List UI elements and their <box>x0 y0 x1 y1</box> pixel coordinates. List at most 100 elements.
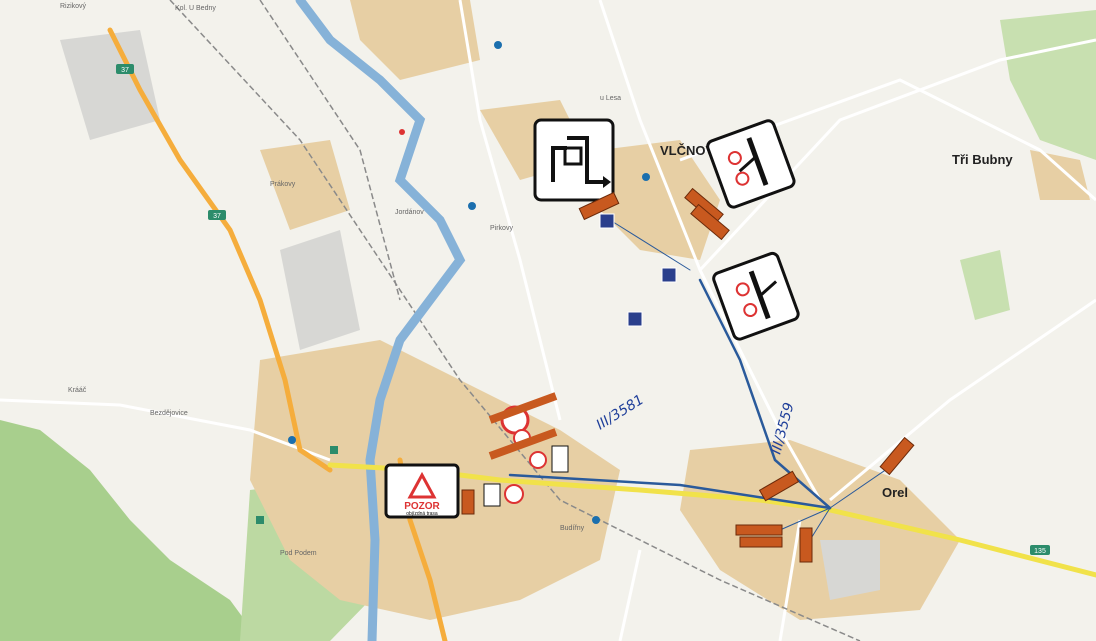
label-u-lesa: u Lesa <box>600 95 621 102</box>
road-closure-sign <box>533 118 615 202</box>
road-west <box>0 398 331 462</box>
priority-main-line <box>746 137 769 186</box>
barrier-bottom <box>488 428 558 460</box>
route-badge-top <box>116 64 134 74</box>
orange-sign-c <box>690 203 730 241</box>
label-budirny: Budířny <box>560 525 585 532</box>
label-kraak: Krááč <box>68 387 87 394</box>
no-entry-circle-icon <box>735 171 750 186</box>
info-board-sign-2 <box>483 483 501 507</box>
blocked-square-icon <box>563 146 583 166</box>
orange-sign-e <box>879 436 915 476</box>
blue-sign-c <box>627 311 643 327</box>
urban-tri-bubny <box>1030 150 1090 200</box>
route-badge-mid-text: 37 <box>213 213 221 220</box>
urban-north <box>350 0 480 80</box>
warning-sign-title: POZOR <box>404 501 440 512</box>
forest-east <box>960 250 1010 320</box>
route-badges: 37 37 135 <box>116 64 1050 555</box>
closure-cluster <box>483 392 569 507</box>
route-badge-bottom <box>1030 545 1050 555</box>
priority-sign-lower <box>712 251 800 341</box>
warning-triangle-icon <box>407 471 437 499</box>
blue-info-signs <box>599 213 677 327</box>
blue-sign-b <box>661 267 677 283</box>
no-entry-circle-icon <box>727 151 742 166</box>
poi-markers <box>256 41 650 524</box>
priority-sign-upper-frame <box>706 119 796 209</box>
road-north-a <box>458 0 562 421</box>
label-orel: Orel <box>882 485 908 500</box>
no-turn-sign <box>504 484 524 504</box>
orange-sign-d <box>758 470 800 502</box>
label-kolo: Kol. U Bedny <box>175 5 216 12</box>
poi-marker-f <box>399 129 405 135</box>
detour-lines <box>508 219 901 541</box>
label-jordanov: Jordánov <box>395 209 424 216</box>
label-vlcnov: VLČNOV <box>660 143 715 158</box>
warning-sign: POZOR objízdná trasa <box>384 463 460 519</box>
poi-marker-e <box>592 516 600 524</box>
priority-lower-branch-line <box>759 280 778 297</box>
label-pirkovy: Pirkovy <box>490 225 513 232</box>
warning-sign-subtitle: objízdná trasa <box>406 511 438 517</box>
orange-sign-h <box>799 527 813 563</box>
road-south <box>618 549 642 641</box>
arrow-head-icon <box>603 176 611 188</box>
urban-orel <box>680 440 960 620</box>
industrial-areas <box>60 30 880 600</box>
detour-arrow-icon <box>551 136 603 184</box>
label-bezdejovice: Bezdějovice <box>150 410 188 417</box>
detour-pointer-a <box>609 219 691 271</box>
label-prakovy: Prákovy <box>270 181 296 188</box>
detour-line-north <box>698 278 832 510</box>
route-badge-top-text: 37 <box>121 67 129 74</box>
priority-sign-upper <box>706 119 796 209</box>
poi-marker-d <box>288 436 296 444</box>
label-rizikovy: Rizikový <box>60 3 87 10</box>
road-tri-bubny <box>679 78 1096 202</box>
orange-sign-a <box>578 191 620 221</box>
detour-pointer-c <box>779 507 831 531</box>
orange-sign-f <box>735 524 783 536</box>
blue-sign-a <box>599 213 615 229</box>
detour-pointer-d <box>809 507 831 541</box>
primary-road-37 <box>107 27 333 473</box>
barrier-top <box>488 392 558 424</box>
no-entry-circle-icon <box>743 303 758 318</box>
railway-main <box>169 0 861 641</box>
label-tri-bubny: Tři Bubny <box>952 152 1013 167</box>
detour-line-west <box>508 473 832 510</box>
urban-prakovy <box>260 140 350 230</box>
poi-marker-a <box>494 41 502 49</box>
poi-marker-c <box>468 202 476 210</box>
speed-limit-sign <box>529 451 547 469</box>
orange-sign-g <box>739 536 783 548</box>
orange-sign-i <box>461 489 475 515</box>
urban-areas <box>250 0 1090 620</box>
forest-southwest <box>0 420 260 641</box>
industrial-b <box>60 30 160 140</box>
poi-marker-b <box>642 173 650 181</box>
priority-sign-lower-frame <box>712 251 800 341</box>
river <box>295 0 466 641</box>
railway-branch <box>259 0 401 301</box>
orange-direction-signs <box>461 187 915 563</box>
parking-icon-2 <box>330 446 338 454</box>
forest-northeast <box>1000 10 1096 160</box>
label-pod-podem: Pod Podem <box>280 550 317 557</box>
industrial-a <box>280 230 360 350</box>
route-badge-mid <box>208 210 226 220</box>
route-badge-bottom-text: 135 <box>1034 548 1046 555</box>
info-board-sign <box>551 445 569 473</box>
no-entry-circle-icon <box>735 282 750 297</box>
railway <box>169 0 861 641</box>
priority-branch-line <box>738 155 757 173</box>
parking-icon <box>256 516 264 524</box>
road-east <box>829 298 1096 502</box>
urban-vlcnov <box>590 140 720 260</box>
road-closure-sign-frame <box>533 118 615 202</box>
industrial-c <box>820 540 880 600</box>
